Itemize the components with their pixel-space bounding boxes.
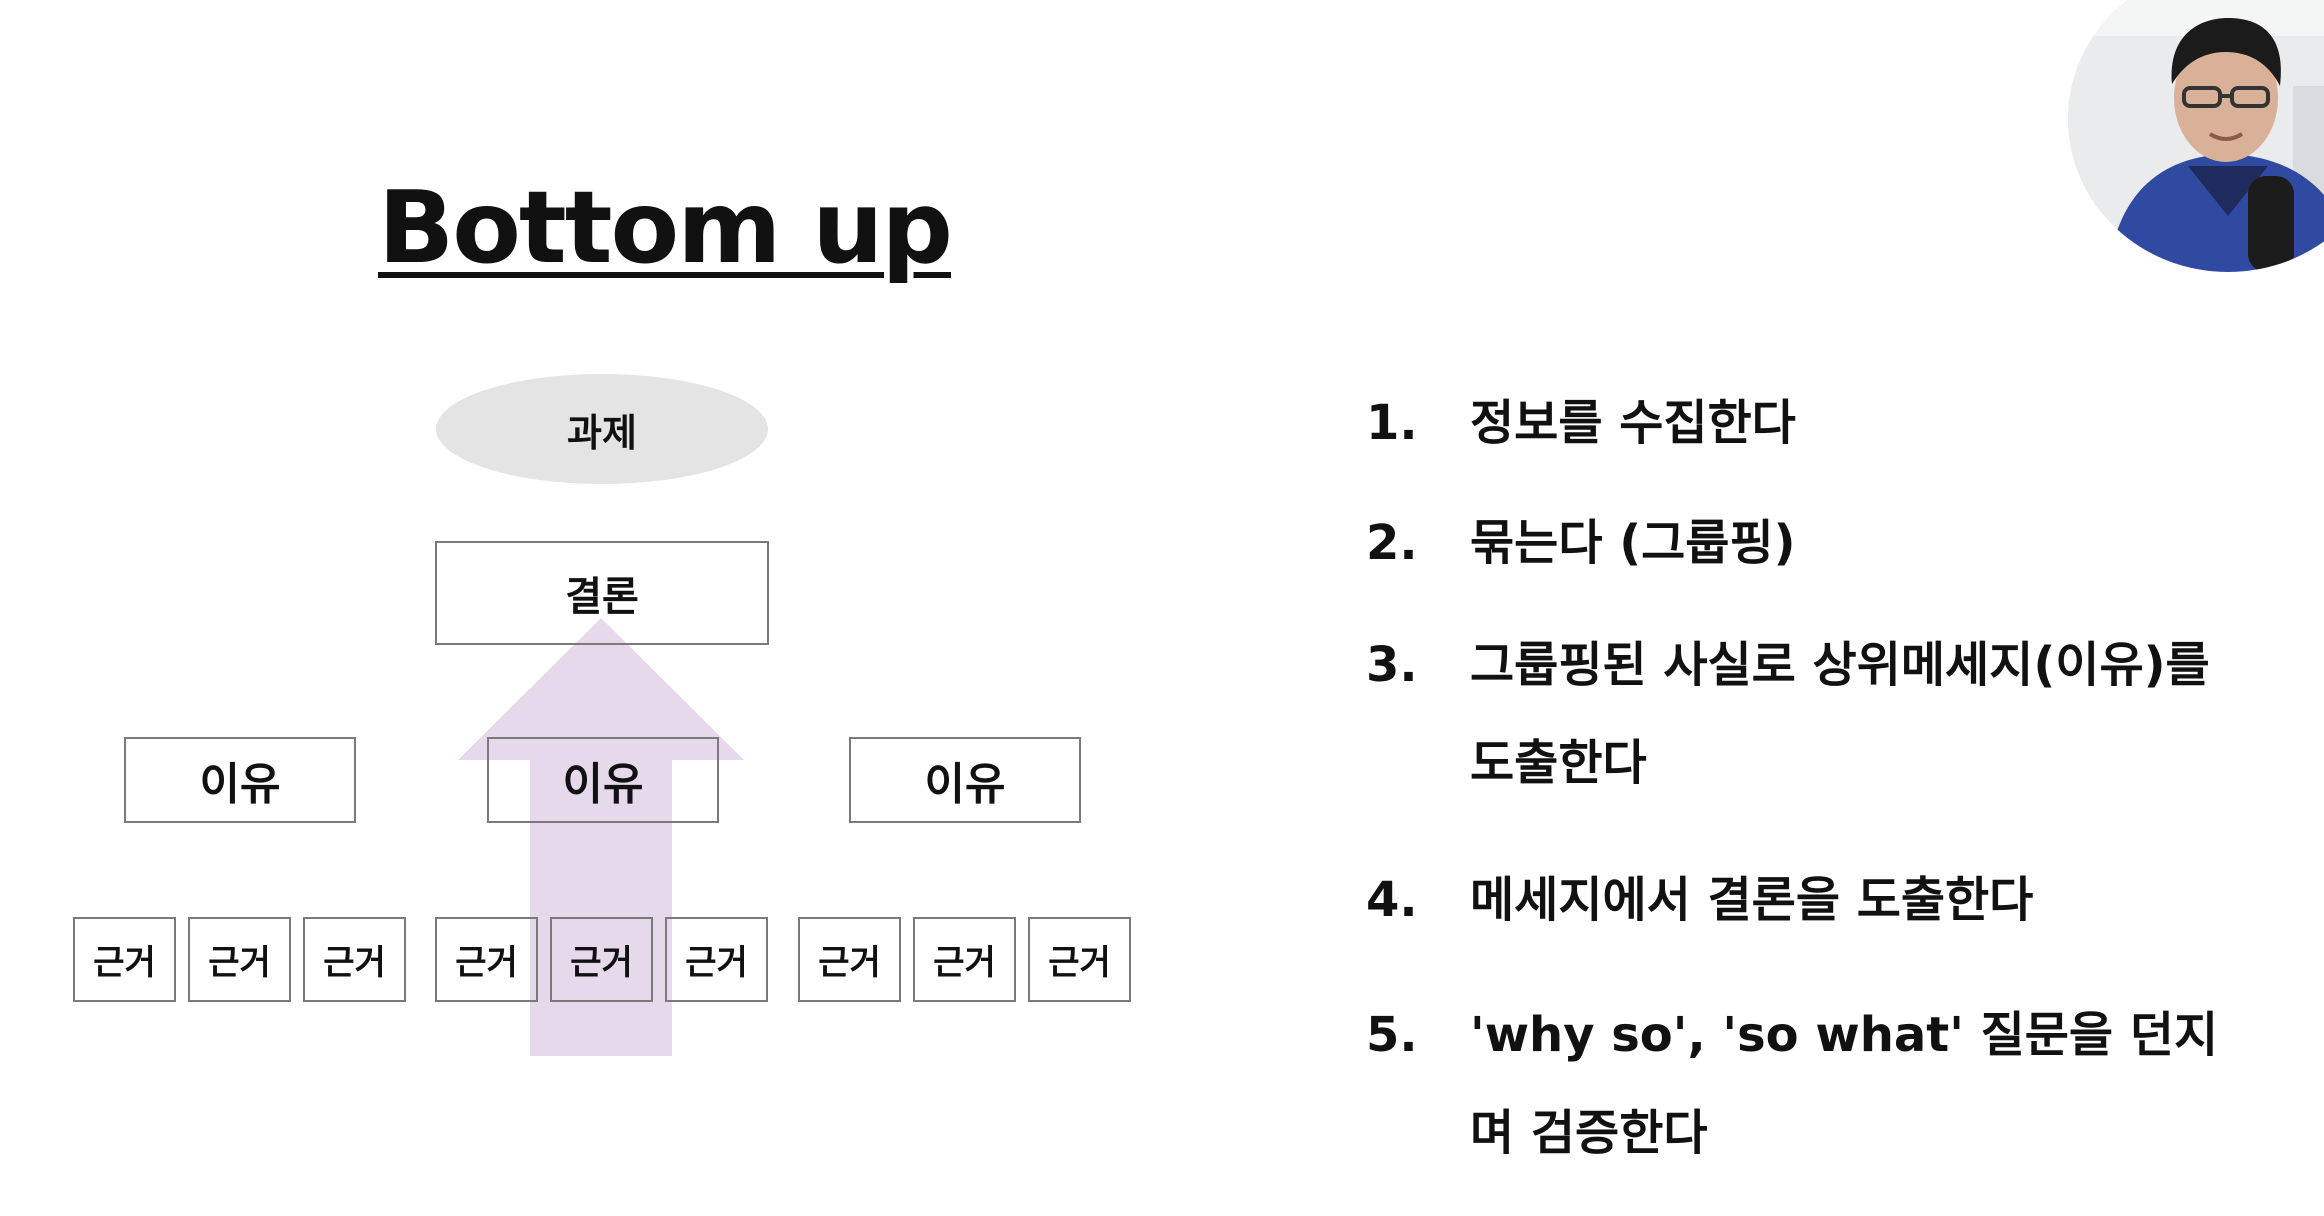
step-text: 'why so', 'so what' 질문을 던지며 검증한다	[1470, 1007, 2219, 1161]
topic-node: 과제	[436, 374, 768, 484]
evidence-box: 근거	[188, 917, 291, 1002]
evidence-box: 근거	[303, 917, 406, 1002]
evidence-box: 근거	[73, 917, 176, 1002]
presenter-avatar-icon	[2068, 0, 2324, 272]
step-number: 3.	[1366, 637, 1418, 693]
reason-box: 이유	[849, 737, 1081, 823]
step-item: 4. 메세지에서 결론을 도출한다	[1366, 851, 2266, 949]
upward-arrow-shape	[458, 618, 744, 1056]
evidence-box: 근거	[665, 917, 768, 1002]
step-number: 1.	[1366, 395, 1418, 451]
step-item: 3. 그룹핑된 사실로 상위메세지(이유)를 도출한다	[1366, 616, 2256, 812]
conclusion-box: 결론	[435, 541, 769, 645]
step-text: 그룹핑된 사실로 상위메세지(이유)를 도출한다	[1470, 637, 2210, 791]
presenter-webcam	[2068, 0, 2324, 272]
step-text: 정보를 수집한다	[1470, 395, 1796, 451]
step-number: 5.	[1366, 1007, 1418, 1063]
step-item: 5. 'why so', 'so what' 질문을 던지며 검증한다	[1366, 986, 2256, 1182]
step-number: 2.	[1366, 515, 1418, 571]
step-number: 4.	[1366, 872, 1418, 928]
evidence-box: 근거	[550, 917, 653, 1002]
step-text: 메세지에서 결론을 도출한다	[1470, 872, 2034, 928]
step-item: 1. 정보를 수집한다	[1366, 374, 2266, 472]
evidence-box: 근거	[1028, 917, 1131, 1002]
step-text: 묶는다 (그룹핑)	[1470, 515, 1796, 571]
reason-box: 이유	[124, 737, 356, 823]
slide-title: Bottom up	[378, 169, 953, 286]
reason-box: 이유	[487, 737, 719, 823]
step-item: 2. 묶는다 (그룹핑)	[1366, 494, 2266, 592]
upward-arrow	[458, 618, 744, 1056]
evidence-box: 근거	[913, 917, 1016, 1002]
evidence-box: 근거	[435, 917, 538, 1002]
evidence-box: 근거	[798, 917, 901, 1002]
